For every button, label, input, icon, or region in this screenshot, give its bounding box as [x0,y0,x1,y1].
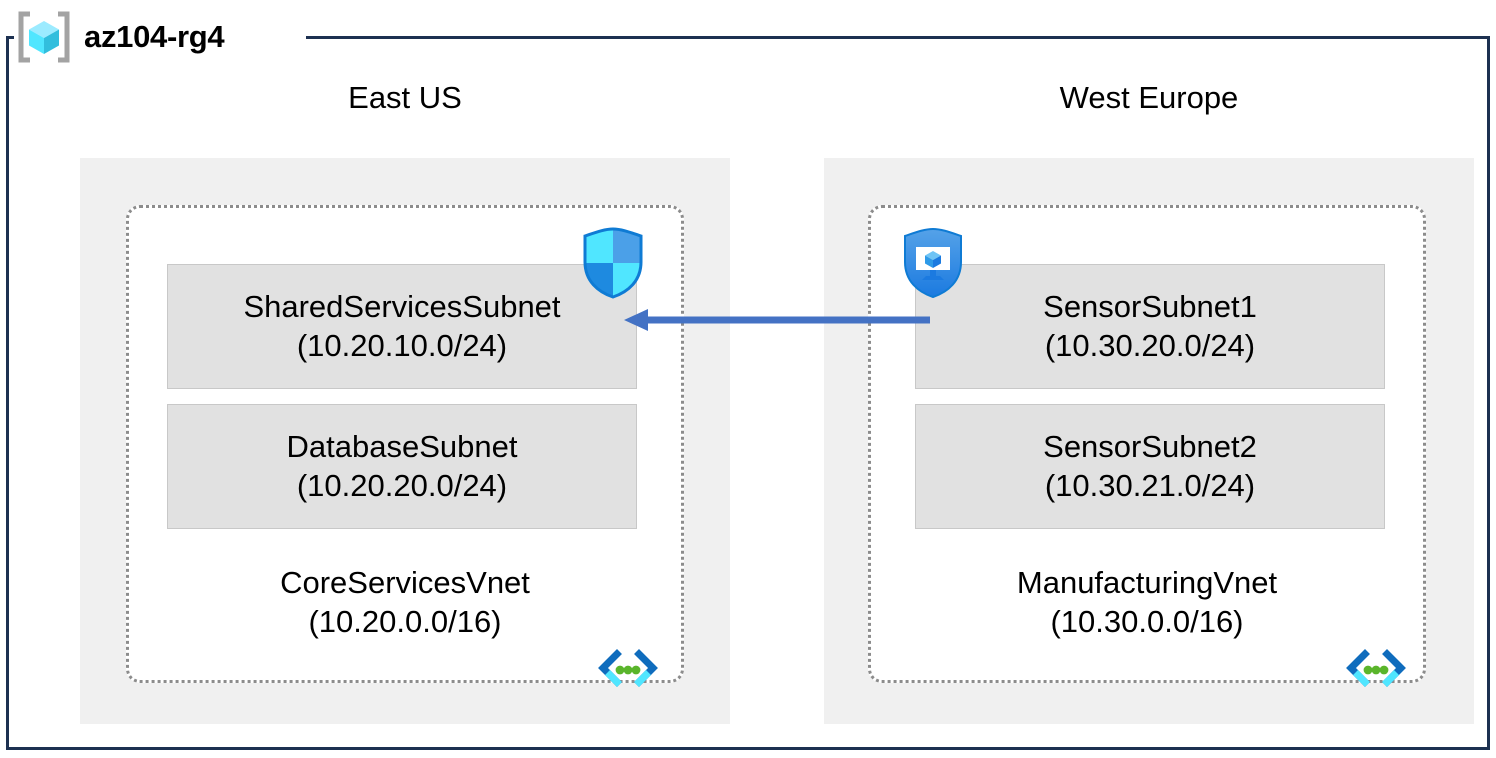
resource-group-frame-top-left [6,36,16,39]
subnet-name: SensorSubnet1 [1043,289,1257,325]
subnet-shared-services[interactable]: SharedServicesSubnet (10.20.10.0/24) [167,264,637,389]
subnet-database[interactable]: DatabaseSubnet (10.20.20.0/24) [167,404,637,529]
virtual-network-icon [598,649,658,687]
subnet-sensor-2[interactable]: SensorSubnet2 (10.30.21.0/24) [915,404,1385,529]
subnet-cidr: (10.30.20.0/24) [1044,327,1256,363]
vnet-name: CoreServicesVnet [280,565,530,600]
region-title: East US [348,80,462,115]
network-security-group-shield-icon [583,227,643,299]
resource-group-name: az104-rg4 [84,19,225,54]
vnet-core-services[interactable]: SharedServicesSubnet (10.20.10.0/24) Dat… [126,205,684,687]
subnet-name: SharedServicesSubnet [243,289,561,325]
resource-group-label: az104-rg4 [14,8,233,66]
resource-group-cube-icon [18,11,70,63]
subnet-cidr: (10.20.10.0/24) [296,327,508,363]
vnet-manufacturing[interactable]: SensorSubnet1 (10.30.20.0/24) SensorSubn… [868,205,1426,687]
vnet-label-manufacturing: ManufacturingVnet (10.30.0.0/16) [871,563,1423,641]
region-east-us: East US [80,82,730,113]
subnet-sensor-1[interactable]: SensorSubnet1 (10.30.20.0/24) [915,264,1385,389]
defender-for-cloud-shield-monitor-icon [904,227,962,299]
region-title: West Europe [1059,80,1239,115]
vnet-name: ManufacturingVnet [1016,565,1278,600]
resource-group-frame [6,36,1490,750]
virtual-network-icon [1346,649,1406,687]
resource-group-frame-top-right [306,36,1490,39]
subnet-cidr: (10.30.21.0/24) [1044,467,1256,503]
subnet-name: DatabaseSubnet [286,429,518,465]
subnet-cidr: (10.20.20.0/24) [296,467,508,503]
vnet-cidr: (10.20.0.0/16) [308,604,502,640]
region-west-europe: West Europe [824,82,1474,113]
vnet-label-core-services: CoreServicesVnet (10.20.0.0/16) [129,563,681,641]
vnet-cidr: (10.30.0.0/16) [1050,604,1244,640]
subnet-name: SensorSubnet2 [1043,429,1257,465]
